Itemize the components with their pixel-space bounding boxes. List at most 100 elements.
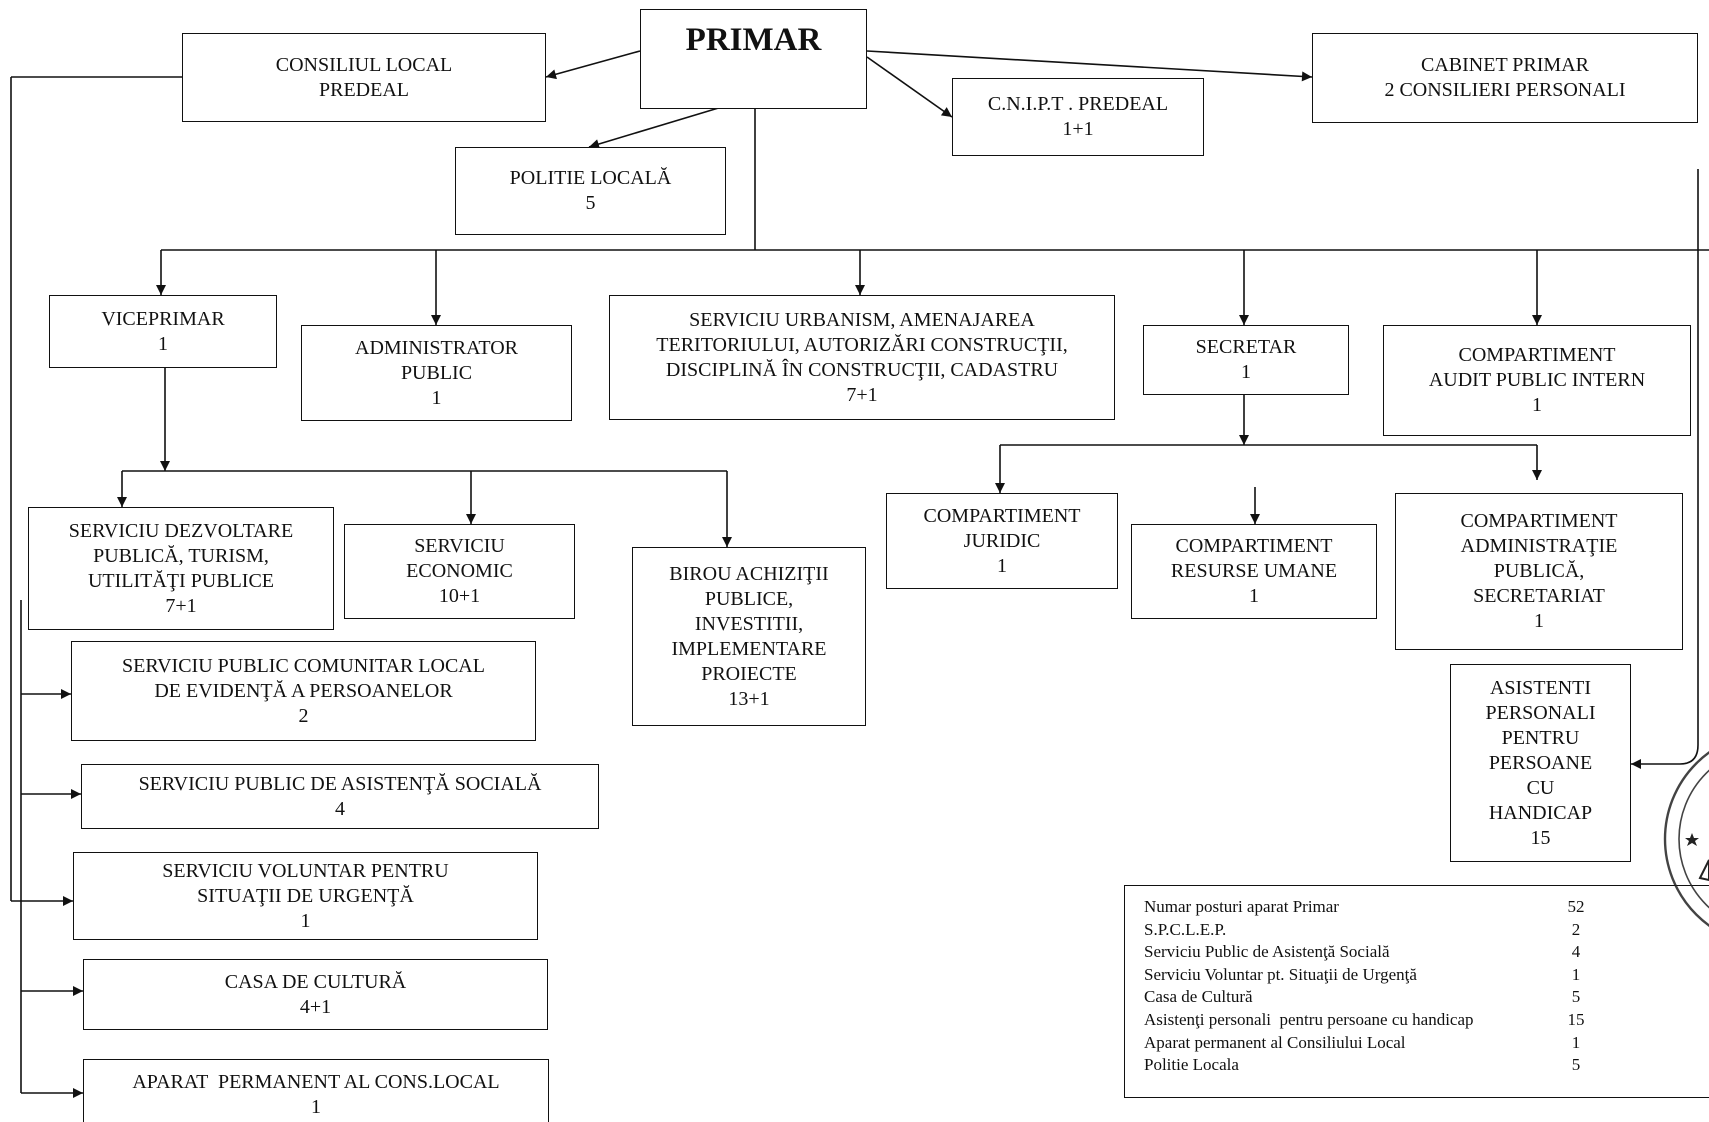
cabinet-primar-line: 2 CONSILIERI PERSONALI [1384,79,1626,101]
consiliul-local-line: PREDEAL [319,78,409,101]
serviciu-dezvoltare-line: PUBLICĂ, TURISM, [93,544,269,567]
asistenti-personali-line: PENTRU [1501,726,1580,749]
serviciu-dezvoltare-box: SERVICIU DEZVOLTARE PUBLICĂ, TURISM, UTI… [28,507,334,630]
aparat-permanent-line: APARAT PERMANENT AL CONS.LOCAL [132,1071,500,1093]
serviciu-urbanism-box: SERVICIU URBANISM, AMENAJAREA TERITORIUL… [609,295,1115,420]
compartiment-resurse-umane-count: 1 [1249,585,1259,607]
compartiment-administratie-line: ADMINISTRAŢIE [1460,535,1618,557]
serviciu-urbanism-line: DISCIPLINĂ ÎN CONSTRUCŢII, CADASTRU [665,358,1059,381]
birou-achizitii-line: PROIECTE [701,662,797,685]
spclep-count: 2 [298,704,309,727]
serviciu-urbanism-line: SERVICIU URBANISM, AMENAJAREA [689,308,1035,331]
secretar-line: SECRETAR [1195,336,1297,358]
cnipt-line: C.N.I.P.T . PREDEAL [987,93,1169,115]
seal-star-mark [1685,833,1699,846]
administrator-public-line: PUBLIC [400,361,473,384]
audit-public-intern-line: COMPARTIMENT [1458,344,1616,366]
cabinet-primar-box: CABINET PRIMAR 2 CONSILIERI PERSONALI [1312,33,1698,123]
audit-public-intern-count: 1 [1532,394,1542,416]
compartiment-resurse-umane-line: RESURSE UMANE [1170,560,1338,582]
spclep-box: SERVICIU PUBLIC COMUNITAR LOCAL DE EVIDE… [71,641,536,741]
summary-label: Serviciu Voluntar pt. Situaţii de Urgenţ… [1144,964,1417,984]
serviciu-dezvoltare-line: SERVICIU DEZVOLTARE [68,519,294,542]
primar-box: PRIMAR [640,9,867,109]
asistenti-personali-line: PERSOANE [1488,751,1593,774]
summary-row: Numar posturi aparat Primar 52 [1144,896,1709,919]
serviciu-urbanism-line: TERITORIULUI, AUTORIZĂRI CONSTRUCŢII, [656,333,1068,356]
summary-label: Aparat permanent al Consiliului Local [1144,1032,1406,1052]
summary-row: Serviciu Voluntar pt. Situaţii de Urgenţ… [1144,964,1709,987]
politie-locala-line: POLITIE LOCALĂ [509,167,672,189]
serviciu-voluntar-box: SERVICIU VOLUNTAR PENTRU SITUAŢII DE URG… [73,852,538,940]
spclep-line: SERVICIU PUBLIC COMUNITAR LOCAL [122,654,485,677]
birou-achizitii-count: 13+1 [728,687,770,710]
summary-label: Asistenţi personali pentru persoane cu h… [1144,1009,1474,1029]
cnipt-box: C.N.I.P.T . PREDEAL 1+1 [952,78,1204,156]
summary-row: Casa de Cultură 5 [1144,986,1709,1009]
viceprimar-line: VICEPRIMAR [101,307,225,330]
aparat-permanent-box: APARAT PERMANENT AL CONS.LOCAL 1 [83,1059,549,1122]
birou-achizitii-line: BIROU ACHIZIŢII [669,562,829,585]
summary-value: 4 [1571,942,1581,962]
serviciu-dezvoltare-count: 7+1 [165,594,197,617]
asistenti-personali-line: ASISTENTI [1489,676,1592,699]
serviciu-dezvoltare-line: UTILITĂŢI PUBLICE [87,569,275,592]
arrow-right-to-asistenti [1631,169,1699,769]
serviciu-urbanism-count: 7+1 [846,383,878,406]
arrow-primar-to-cabinet [866,50,1313,82]
consiliul-local-box: CONSILIUL LOCAL PREDEAL [182,33,546,122]
summary-value: 52 [1567,897,1585,916]
spclep-line: DE EVIDENŢĂ A PERSOANELOR [154,679,453,702]
arrow-primar-to-consiliul [545,50,641,80]
asistenti-personali-box: ASISTENTI PERSONALI PENTRU PERSOANE CU H… [1450,664,1631,862]
secretar-count: 1 [1241,361,1251,383]
casa-de-cultura-box: CASA DE CULTURĂ 4+1 [83,959,548,1030]
administrator-public-line: ADMINISTRATOR [355,336,518,359]
seal-emblem-mark [1698,859,1709,882]
asistenti-personali-line: CU [1526,776,1555,799]
compartiment-administratie-line: SECRETARIAT [1473,585,1605,607]
compartiment-administratie-box: COMPARTIMENT ADMINISTRAŢIE PUBLICĂ, SECR… [1395,493,1683,650]
asistenta-sociala-count: 4 [335,797,345,820]
serviciu-voluntar-line: SERVICIU VOLUNTAR PENTRU [162,859,449,882]
compartiment-juridic-line: JURIDIC [963,529,1041,552]
summary-value: 15 [1567,1009,1585,1029]
politie-locala-count: 5 [585,192,596,214]
compartiment-administratie-count: 1 [1534,610,1544,632]
summary-label: Casa de Cultură [1144,987,1253,1007]
casa-de-cultura-line: CASA DE CULTURĂ [224,970,407,993]
summary-row: Asistenţi personali pentru persoane cu h… [1144,1009,1709,1032]
asistenti-personali-count: 15 [1530,826,1551,849]
birou-achizitii-line: PUBLICE, [704,587,794,610]
summary-label: S.P.C.L.E.P. [1144,919,1227,939]
consiliul-local-line: CONSILIUL LOCAL [275,53,453,76]
viceprimar-count: 1 [158,332,168,355]
summary-row: Serviciu Public de Asistenţă Socială 4 [1144,941,1709,964]
audit-public-intern-line: AUDIT PUBLIC INTERN [1428,369,1646,391]
serviciu-voluntar-count: 1 [300,909,311,932]
secretar-box: SECRETAR 1 [1143,325,1349,395]
staff-summary-table: Numar posturi aparat Primar 52 S.P.C.L.E… [1124,885,1709,1098]
birou-achizitii-box: BIROU ACHIZIŢII PUBLICE, INVESTITII, IMP… [632,547,866,726]
cnipt-count: 1+1 [1062,118,1094,140]
compartiment-juridic-box: COMPARTIMENT JURIDIC 1 [886,493,1118,589]
asistenti-personali-line: PERSONALI [1485,701,1596,724]
administrator-public-box: ADMINISTRATOR PUBLIC 1 [301,325,572,421]
asistenta-sociala-line: SERVICIU PUBLIC DE ASISTENŢĂ SOCIALĂ [138,772,542,795]
summary-value: 5 [1571,1055,1581,1075]
summary-row: Politie Locala 5 [1144,1054,1709,1077]
summary-label: Serviciu Public de Asistenţă Socială [1144,942,1390,962]
compartiment-administratie-line: COMPARTIMENT [1460,510,1618,532]
politie-locala-box: POLITIE LOCALĂ 5 [455,147,726,235]
administrator-public-count: 1 [431,386,442,409]
audit-public-intern-box: COMPARTIMENT AUDIT PUBLIC INTERN 1 [1383,325,1691,436]
viceprimar-box: VICEPRIMAR 1 [49,295,277,368]
serviciu-economic-box: SERVICIU ECONOMIC 10+1 [344,524,575,619]
summary-label: Politie Locala [1144,1055,1239,1075]
asistenta-sociala-box: SERVICIU PUBLIC DE ASISTENŢĂ SOCIALĂ 4 [81,764,599,829]
birou-achizitii-line: IMPLEMENTARE [671,637,827,660]
compartiment-juridic-count: 1 [997,554,1007,577]
cabinet-primar-line: CABINET PRIMAR [1421,54,1589,76]
arrow-primar-to-cnipt [866,56,953,118]
summary-label: Numar posturi aparat Primar [1144,897,1339,916]
